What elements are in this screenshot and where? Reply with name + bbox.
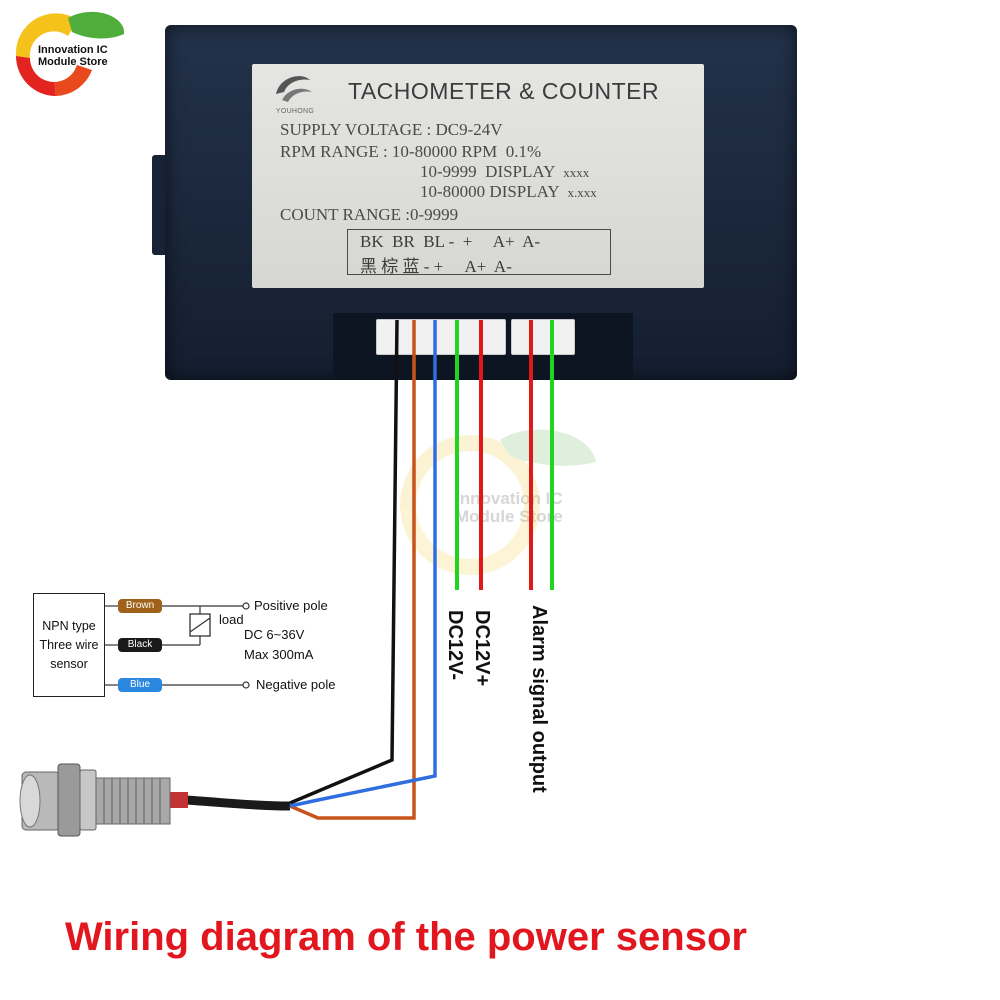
alarm-connector [511,319,575,355]
device-label-plate: YOUHONG TACHOMETER & COUNTER SUPPLY VOLT… [252,64,704,288]
terminal-legend-cn: 黑 棕 蓝 - + A+ A- [360,257,512,276]
sensor-cable-boot [168,792,188,808]
display-line2-range: 10-80000 DISPLAY [420,182,560,201]
count-range: COUNT RANGE :0-9999 [280,205,459,224]
device-title: TACHOMETER & COUNTER [348,78,660,104]
positive-pole-label: Positive pole [254,598,328,613]
dc-range-label: DC 6~36V [244,627,305,642]
positive-terminal-icon [242,602,250,610]
store-name-line1: Innovation IC [38,44,108,56]
npn-sensor-box: NPN type Three wire sensor [33,593,105,697]
store-logo [8,8,130,98]
sensor-schematic [103,605,243,686]
negative-terminal-icon [242,681,250,689]
wire-black [289,319,399,805]
store-name: Innovation IC Module Store [38,44,108,68]
supply-voltage: SUPPLY VOLTAGE : DC9-24V [280,120,503,139]
display-line2: 10-80000 DISPLAY x.xxx [420,182,597,202]
npn-sensor-label-line3: sensor [50,656,88,671]
display-line1-format: xxxx [563,165,590,180]
rpm-range: RPM RANGE : 10-80000 RPM 0.1% [280,142,542,161]
device-brand: YOUHONG [275,108,315,115]
npn-sensor-label: NPN type Three wire sensor [39,617,98,674]
npn-sensor-label-line2: Three wire [39,637,99,652]
load-label: load [219,612,244,627]
store-name-line2: Module Store [38,56,108,68]
device-side-tab [152,155,168,255]
alarm-output-label: Alarm signal output [528,605,550,793]
display-line1: 10-9999 DISPLAY xxxx [420,162,589,182]
display-line1-range: 10-9999 DISPLAY [420,162,555,181]
npn-sensor-label-line1: NPN type [42,618,96,633]
max-current-label: Max 300mA [244,647,314,662]
wire-brown [289,320,416,820]
wire-blue [289,320,437,808]
terminal-legend: BK BR BL - + A+ A- 黑 棕 蓝 - + A+ A- [347,229,611,276]
dc12v-plus-label: DC12V+ [471,610,493,687]
display-line2-format: x.xxx [567,185,597,200]
terminal-legend-en: BK BR BL - + A+ A- [360,232,541,251]
sensor-cable-sheath [184,795,291,811]
brown-wire-tag: Brown [118,599,162,613]
dc12v-minus-label: DC12V- [444,610,466,681]
blue-wire-tag: Blue [118,678,162,692]
diagram-caption: Wiring diagram of the power sensor [65,915,747,959]
negative-pole-label: Negative pole [256,677,336,692]
proximity-sensor-icon [19,763,171,837]
black-wire-tag: Black [118,638,162,652]
youhong-logo-icon [276,76,312,102]
